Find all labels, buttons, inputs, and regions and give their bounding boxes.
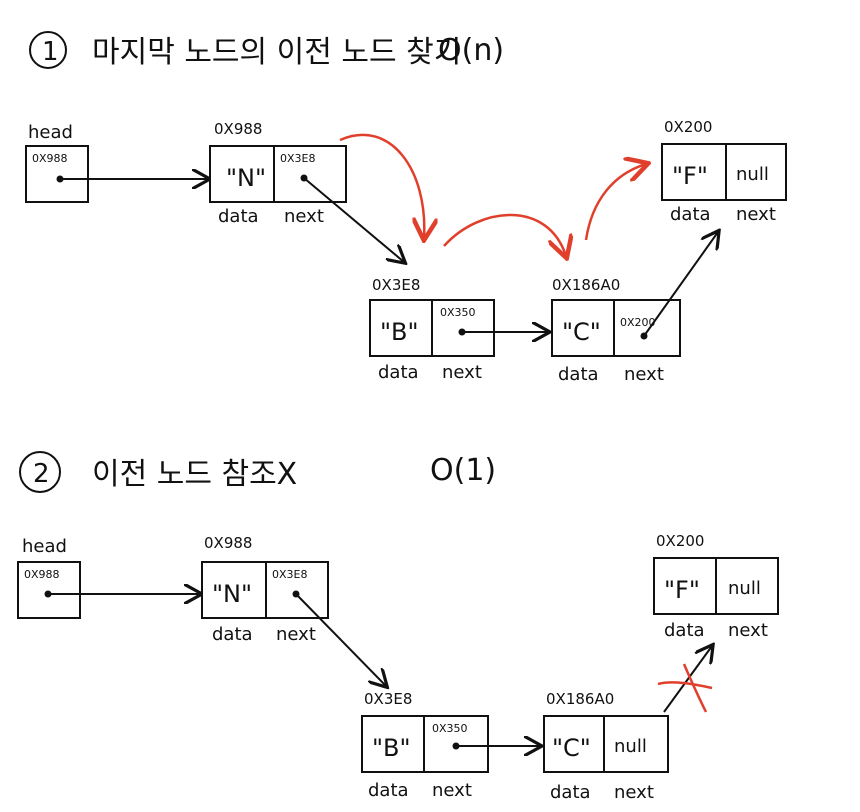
- section-1-number: 1: [42, 37, 59, 67]
- traversal-arrow-b-to-c: [443, 213, 566, 256]
- next-label: next: [624, 364, 664, 385]
- traversal-arrow-c-to-f: [584, 164, 646, 241]
- next-label: next: [614, 782, 654, 803]
- traversal-arrows: [339, 133, 646, 256]
- head-pointer-2: head 0X988: [17, 536, 200, 619]
- head-label: head: [22, 536, 67, 557]
- node-address: 0X200: [656, 532, 704, 550]
- node-address: 0X3E8: [364, 690, 412, 708]
- data-label: data: [550, 782, 591, 803]
- removed-link: [657, 646, 713, 713]
- data-label: data: [670, 204, 711, 225]
- section-2-title: 이전 노드 참조X: [92, 457, 297, 492]
- node-box: [543, 715, 669, 773]
- node-next: null: [614, 736, 647, 757]
- node-address: 0X988: [214, 120, 262, 138]
- node-address: 0X200: [664, 118, 712, 136]
- section-2-number: 2: [33, 459, 50, 489]
- section-1: 1 마지막 노드의 이전 노드 찾기 O(n) head 0X988 0X988…: [25, 31, 787, 385]
- head-label: head: [28, 122, 73, 143]
- node-f-2: 0X200 "F" null data next: [653, 532, 779, 641]
- next-label: next: [432, 780, 472, 801]
- node-data: "C": [552, 734, 591, 762]
- node-data: "C": [562, 318, 601, 346]
- node-box: [551, 299, 681, 357]
- node-data: "B": [380, 318, 419, 346]
- node-b-2: 0X3E8 "B" 0X350 data next: [361, 690, 540, 801]
- node-c-to-node-f-arrow: [643, 232, 718, 337]
- node-n-1: 0X988 "N" 0X3E8 data next: [209, 120, 404, 262]
- section-2-complexity: O(1): [430, 453, 496, 488]
- node-next: 0X3E8: [272, 568, 307, 581]
- node-address: 0X988: [204, 534, 252, 552]
- node-data: "N": [226, 164, 266, 192]
- data-label: data: [558, 364, 599, 385]
- node-b-1: 0X3E8 "B" 0X350 data next: [369, 276, 548, 383]
- next-label: next: [442, 362, 482, 383]
- node-n-2: 0X988 "N" 0X3E8 data next: [201, 534, 386, 686]
- section-1-number-circle: [29, 31, 67, 69]
- node-next: 0X3E8: [280, 152, 315, 165]
- removed-link-arrow: [663, 646, 712, 713]
- head-box: [17, 561, 81, 619]
- head-pointer-1: head 0X988: [25, 122, 208, 203]
- node-next: 0X350: [432, 722, 468, 735]
- node-c-2: 0X186A0 "C" null data next: [543, 690, 669, 803]
- traversal-arrow-n-to-b: [339, 133, 424, 238]
- node-data: "F": [664, 576, 700, 604]
- node-next: 0X200: [620, 316, 656, 329]
- cross-mark-stroke: [657, 681, 713, 690]
- head-box: [25, 145, 89, 203]
- next-label: next: [736, 204, 776, 225]
- node-data: "F": [672, 162, 708, 190]
- node-c-1: 0X186A0 "C" 0X200 data next: [551, 232, 718, 385]
- section-2-heading: 2 이전 노드 참조X O(1): [19, 451, 496, 493]
- next-label: next: [276, 624, 316, 645]
- cross-mark-stroke: [682, 663, 708, 713]
- section-1-complexity: O(n): [438, 33, 504, 68]
- node-next: null: [736, 164, 769, 185]
- next-label: next: [284, 206, 324, 227]
- node-box: [209, 145, 347, 203]
- data-label: data: [664, 620, 705, 641]
- node-address: 0X3E8: [372, 276, 420, 294]
- section-2: 2 이전 노드 참조X O(1) head 0X988 0X988 "N" 0X…: [17, 451, 779, 803]
- node-n-to-node-b-arrow: [295, 593, 386, 686]
- node-next: 0X350: [440, 306, 476, 319]
- next-label: next: [728, 620, 768, 641]
- section-1-title: 마지막 노드의 이전 노드 찾기: [92, 35, 461, 70]
- node-n-to-node-b-arrow: [303, 177, 404, 262]
- data-label: data: [218, 206, 259, 227]
- node-f-1: 0X200 "F" null data next: [661, 118, 787, 225]
- data-label: data: [368, 780, 409, 801]
- data-label: data: [212, 624, 253, 645]
- head-value: 0X988: [24, 568, 60, 581]
- head-value: 0X988: [32, 152, 68, 165]
- data-label: data: [378, 362, 419, 383]
- node-box: [661, 143, 787, 201]
- node-address: 0X186A0: [546, 690, 614, 708]
- section-2-number-circle: [19, 451, 61, 493]
- section-1-heading: 1 마지막 노드의 이전 노드 찾기 O(n): [29, 31, 504, 70]
- node-address: 0X186A0: [552, 276, 620, 294]
- node-data: "N": [212, 580, 252, 608]
- node-data: "B": [372, 734, 411, 762]
- node-next: null: [728, 578, 761, 599]
